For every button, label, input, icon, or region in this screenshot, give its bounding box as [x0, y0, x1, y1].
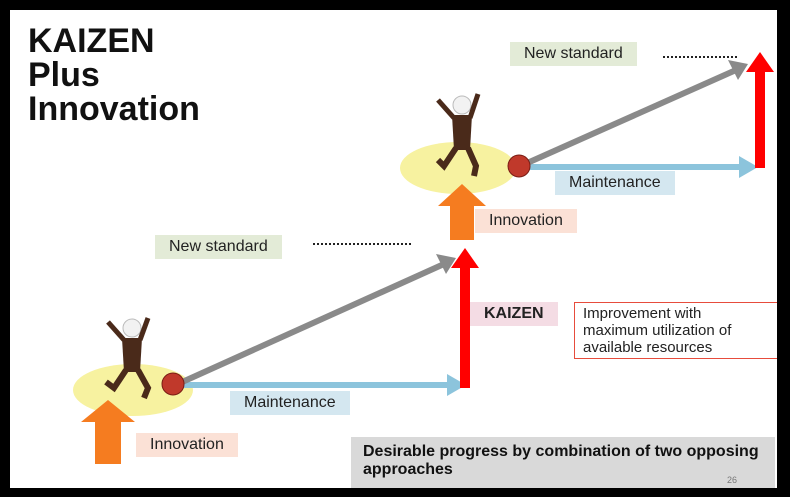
- kaizen-arrow-upper-shaft: [755, 70, 765, 168]
- kaizen-arrowhead: [451, 248, 479, 268]
- innovation-label-upper: Innovation: [475, 209, 577, 233]
- innovation-arrow-lower: [81, 400, 135, 464]
- dotted-line-lower: [313, 243, 411, 245]
- maintenance-arrowhead-lower: [447, 374, 466, 396]
- figure-icon-lower: [104, 317, 152, 400]
- spotlight-ellipse-lower: [73, 364, 193, 416]
- footer-caption: Desirable progress by combination of two…: [351, 437, 775, 488]
- standard-arrow-lower: [178, 261, 446, 386]
- standard-arrowhead-upper: [728, 60, 748, 80]
- kaizen-label: KAIZEN: [470, 302, 558, 326]
- maintenance-arrowhead-upper: [739, 156, 758, 178]
- maintenance-label-lower: Maintenance: [230, 391, 350, 415]
- standard-arrowhead-lower: [436, 254, 456, 274]
- node-upper: [507, 154, 531, 178]
- title-line-2: Plus: [28, 56, 100, 94]
- spotlight-ellipse-upper: [400, 142, 516, 194]
- page-number: 26: [727, 475, 738, 485]
- kaizen-description-box: Improvement with maximum utilization of …: [574, 302, 777, 359]
- dotted-line-upper: [663, 56, 737, 58]
- title-line-1: KAIZEN: [28, 22, 155, 60]
- figure-icon-upper: [435, 93, 481, 177]
- innovation-label-lower: Innovation: [136, 433, 238, 457]
- innovation-arrow-upper: [438, 184, 486, 240]
- diagram-canvas: [73, 52, 774, 464]
- standard-arrow-upper: [523, 67, 738, 167]
- maintenance-label-upper: Maintenance: [555, 171, 675, 195]
- new-standard-label-upper: New standard: [510, 42, 637, 66]
- kaizen-arrowhead-upper: [746, 52, 774, 72]
- new-standard-label-lower: New standard: [155, 235, 282, 259]
- slide-title: KAIZEN Plus Innovation: [28, 24, 200, 126]
- slide: KAIZEN Plus Innovation New standard New …: [10, 10, 777, 488]
- node-lower: [161, 372, 185, 396]
- kaizen-arrow-shaft: [460, 266, 470, 388]
- title-line-3: Innovation: [28, 90, 200, 128]
